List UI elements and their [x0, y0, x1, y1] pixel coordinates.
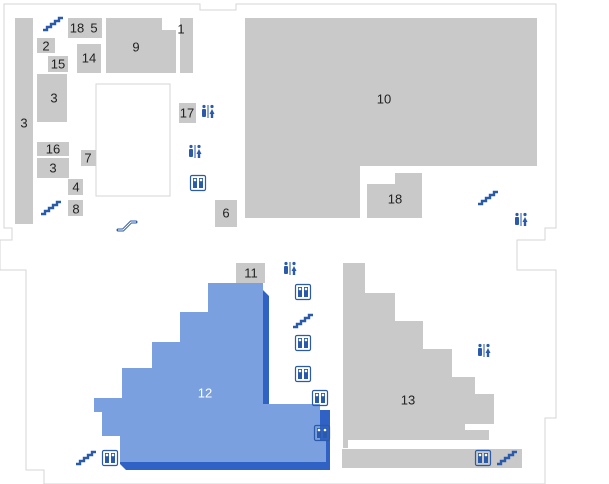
unit-3a-label: 3 [50, 91, 57, 106]
unit-5-label: 5 [90, 21, 97, 36]
unit-7-shape[interactable] [81, 150, 96, 166]
unit-11-shape[interactable] [236, 263, 265, 283]
restroom-icon[interactable] [284, 261, 297, 275]
unit-8-label: 8 [72, 202, 79, 217]
unit-4-label: 4 [72, 180, 79, 195]
unit-1-shape[interactable] [180, 18, 193, 73]
unit-6-label: 6 [222, 206, 229, 221]
unit-2-shape[interactable] [37, 38, 55, 53]
unit-16-label: 16 [46, 142, 60, 157]
unit-6-shape[interactable] [215, 200, 237, 227]
unit-7-label: 7 [84, 151, 91, 166]
unit-5-shape[interactable] [86, 18, 102, 38]
unit-3b-label: 3 [49, 161, 56, 176]
unit-3c-label: 3 [20, 116, 27, 131]
unit-18b-shape[interactable] [367, 173, 422, 218]
restroom-icon[interactable] [515, 212, 528, 226]
unit-9-shape[interactable] [106, 18, 176, 73]
unit-13-shape[interactable] [342, 263, 522, 468]
restroom-icon[interactable] [478, 343, 491, 357]
unit-13-label: 13 [401, 393, 415, 408]
unit-18a-label: 18 [70, 21, 84, 36]
unit-15-label: 15 [51, 57, 65, 72]
unit-14-label: 14 [82, 51, 96, 66]
unit-2-label: 2 [42, 39, 49, 54]
unit-3b-shape[interactable] [37, 158, 69, 178]
unit-10-shape[interactable] [245, 18, 537, 218]
unit-11-label: 11 [244, 266, 258, 281]
unit-10-label: 10 [377, 92, 391, 107]
unit-17-shape[interactable] [179, 103, 196, 123]
unit-17-label: 17 [180, 106, 194, 121]
unit-14-shape[interactable] [77, 44, 101, 73]
unit-9-label: 9 [132, 40, 139, 55]
unit-1-label: 1 [177, 22, 184, 37]
unit-12-label: 12 [198, 386, 212, 401]
restroom-icon[interactable] [202, 104, 215, 118]
unit-3a-shape[interactable] [37, 74, 67, 122]
unit-15-shape[interactable] [48, 56, 68, 72]
unit-12-shape[interactable] [94, 283, 326, 462]
unit-8-shape[interactable] [68, 200, 83, 216]
unit-18b-label: 18 [388, 192, 402, 207]
unit-4-shape[interactable] [68, 179, 83, 195]
restroom-icon[interactable] [189, 144, 202, 158]
atrium-void [95, 83, 171, 197]
unit-16-shape[interactable] [37, 142, 69, 156]
unit-18a-shape[interactable] [68, 18, 86, 38]
unit-3c-shape[interactable] [15, 18, 33, 224]
